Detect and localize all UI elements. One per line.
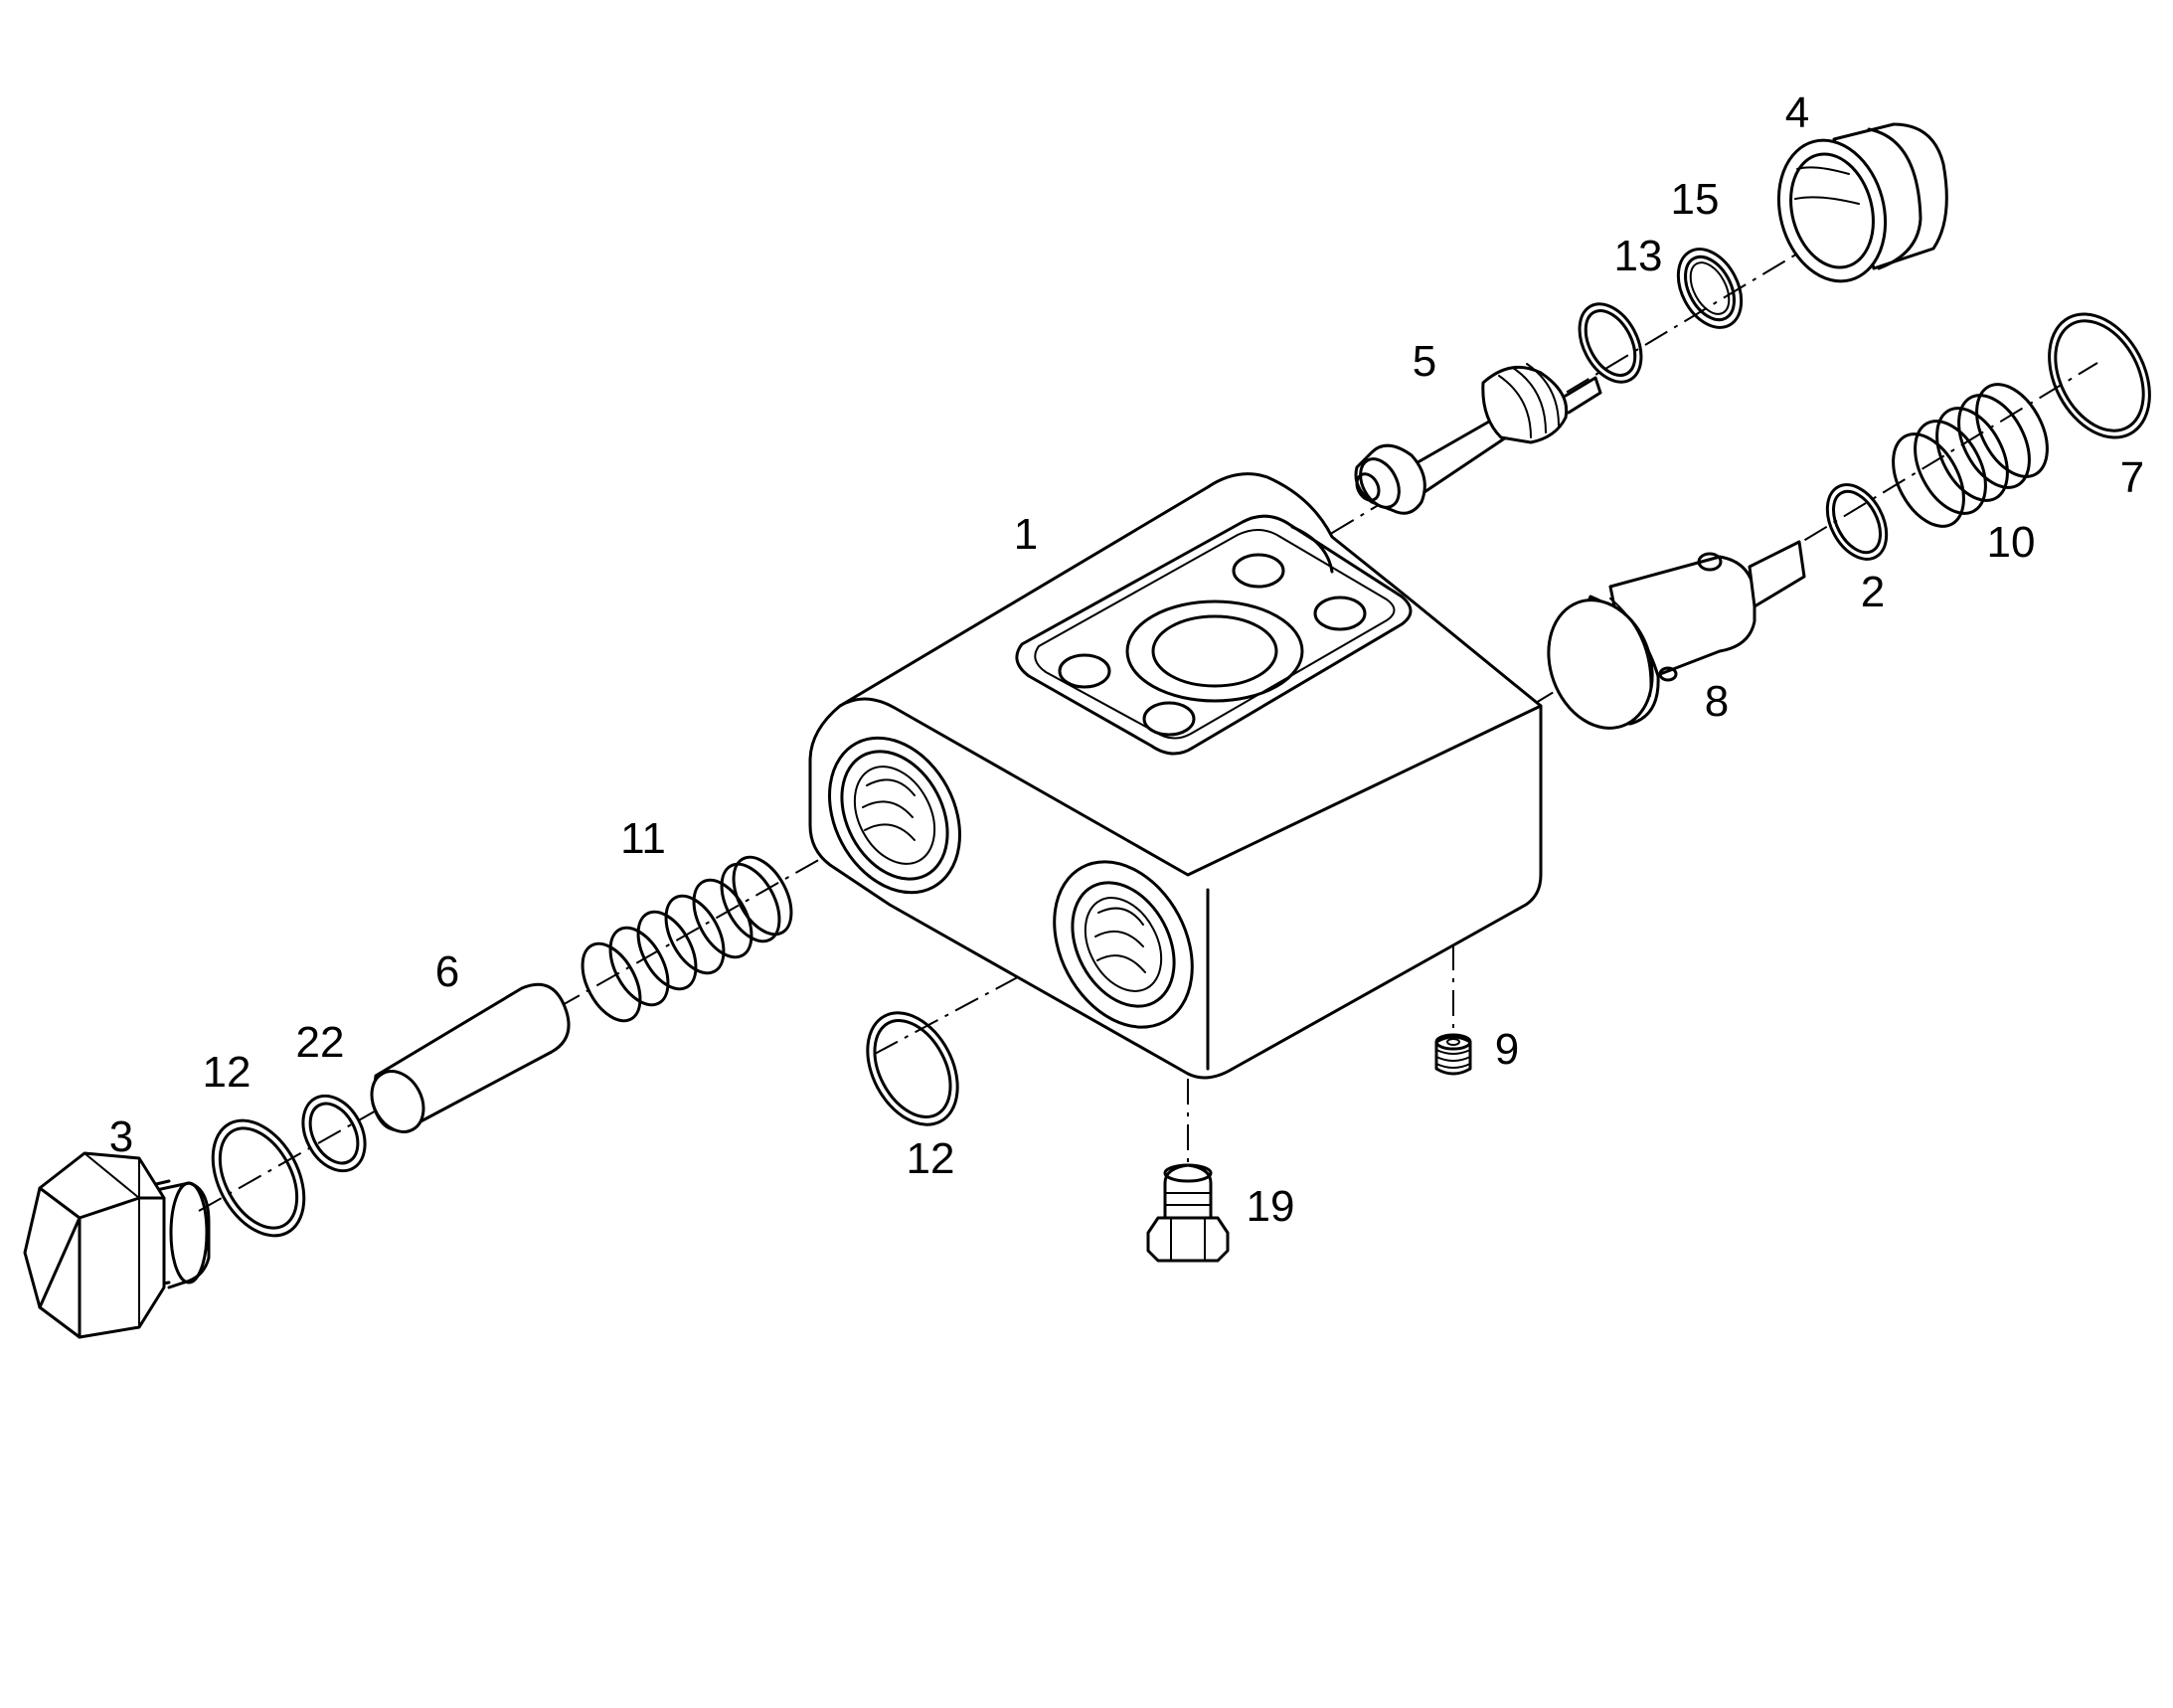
callout-11: 11 <box>620 814 666 863</box>
o-ring-2 <box>1825 483 1889 561</box>
callout-15: 15 <box>1671 175 1720 224</box>
callout-3: 3 <box>109 1112 133 1161</box>
callout-13: 13 <box>1614 232 1663 280</box>
o-ring-7 <box>2048 312 2151 439</box>
callout-12-left: 12 <box>203 1048 251 1097</box>
o-ring-12-center <box>866 1011 959 1126</box>
backup-ring-15 <box>1676 248 1744 329</box>
fitting-19 <box>1146 1163 1230 1263</box>
callouts: 1 2 3 4 5 6 7 8 9 10 11 12 12 13 15 19 2… <box>109 88 2144 1231</box>
callout-1: 1 <box>1014 510 1038 559</box>
callout-7: 7 <box>2120 453 2144 502</box>
pin-6 <box>370 982 571 1133</box>
callout-6: 6 <box>435 947 459 996</box>
hex-plug <box>23 1151 211 1339</box>
callout-19: 19 <box>1247 1182 1295 1231</box>
callout-4: 4 <box>1785 88 1809 137</box>
callout-9: 9 <box>1495 1025 1519 1074</box>
callout-10: 10 <box>1987 518 2036 567</box>
plug-4 <box>1776 122 1948 283</box>
o-ring-12-left <box>211 1118 306 1238</box>
callout-2: 2 <box>1861 568 1885 616</box>
callout-5: 5 <box>1413 337 1436 386</box>
callout-12-center: 12 <box>907 1134 955 1183</box>
backup-ring-22 <box>301 1094 367 1173</box>
callout-8: 8 <box>1705 677 1729 726</box>
callout-22: 22 <box>296 1018 345 1067</box>
o-ring-13 <box>1578 302 1643 384</box>
set-screw-9 <box>1434 1033 1472 1076</box>
piston-8 <box>1547 540 1806 730</box>
spool-5 <box>1354 363 1602 515</box>
spring-11 <box>581 855 793 1023</box>
spring-10 <box>1892 383 2049 528</box>
valve-block-body <box>808 472 1543 1080</box>
